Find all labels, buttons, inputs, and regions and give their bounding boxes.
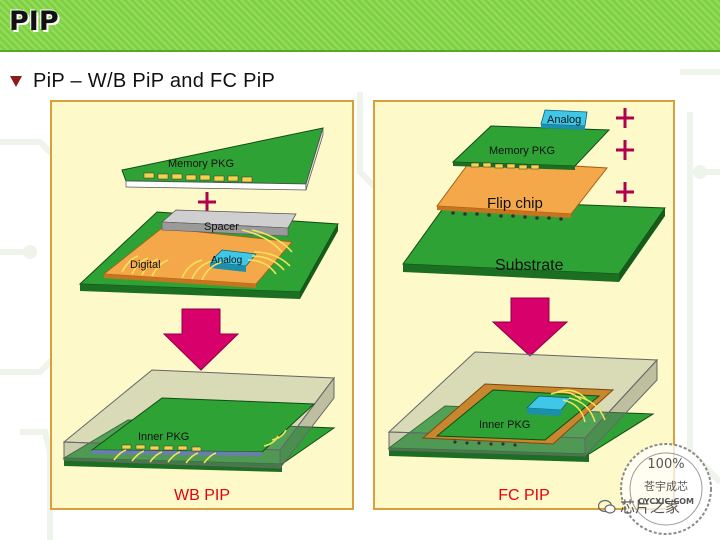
substrate-board: Substrate xyxy=(402,199,666,282)
plus-icon-2 xyxy=(616,140,634,160)
fc-pip-caption: FC PIP xyxy=(498,487,550,504)
memory-pkg-label: Memory PKG xyxy=(489,145,555,157)
inner-pkg-label: Inner PKG xyxy=(138,431,189,443)
memory-pkg-board: Memory PKG xyxy=(451,125,611,170)
stamp-percent: 100% xyxy=(647,457,684,472)
plus-icon-1 xyxy=(616,108,634,128)
wb-pip-diagram: Memory PKG xyxy=(62,127,339,472)
analog-label: Analog xyxy=(211,255,242,266)
chat-bubble-icon xyxy=(598,499,616,514)
fc-pip-assembled: Inner PKG xyxy=(387,351,659,462)
header-bar: PIP xyxy=(0,0,720,52)
arrow-down-icon xyxy=(162,308,240,371)
digital-label: Digital xyxy=(130,259,161,271)
bullet-triangle-icon xyxy=(10,75,22,87)
plus-icon xyxy=(198,192,216,212)
arrow-down-icon xyxy=(491,297,569,357)
subtitle-text: PiP – W/B PiP and FC PiP xyxy=(33,69,276,92)
watermark: 芯片之家 xyxy=(598,496,680,517)
fc-pip-diagram: Substrate Flip chip Memory PKG xyxy=(387,108,666,462)
wb-pip-assembled: Inner PKG xyxy=(62,369,336,472)
substrate-label: Substrate xyxy=(495,257,564,274)
fc-pip-panel: Substrate Flip chip Memory PKG xyxy=(373,100,675,510)
inner-pkg-label: Inner PKG xyxy=(479,419,530,431)
flip-chip-label: Flip chip xyxy=(487,195,543,212)
wb-pip-panel: Memory PKG xyxy=(50,100,354,510)
memory-pkg-label: Memory PKG xyxy=(168,158,234,170)
subtitle: PiP – W/B PiP and FC PiP xyxy=(10,68,275,94)
stamp-logo: 100% 苍宇成芯 CYCXIC.COM xyxy=(620,443,712,535)
watermark-text: 芯片之家 xyxy=(620,499,681,516)
spacer-label: Spacer xyxy=(204,221,239,233)
plus-icon-3 xyxy=(616,182,634,202)
stamp-url: CYCXIC.COM xyxy=(638,497,694,506)
flip-chip-die: Flip chip xyxy=(436,159,608,221)
analog-label: Analog xyxy=(547,114,581,126)
slide-title: PIP xyxy=(9,6,59,37)
wb-pip-caption: WB PIP xyxy=(173,487,230,504)
base-board: Spacer Digital Analog xyxy=(78,209,339,299)
memory-pkg-board: Memory PKG xyxy=(121,127,324,191)
analog-die: Analog xyxy=(540,109,588,130)
stamp-text: 苍宇成芯 xyxy=(644,479,688,493)
